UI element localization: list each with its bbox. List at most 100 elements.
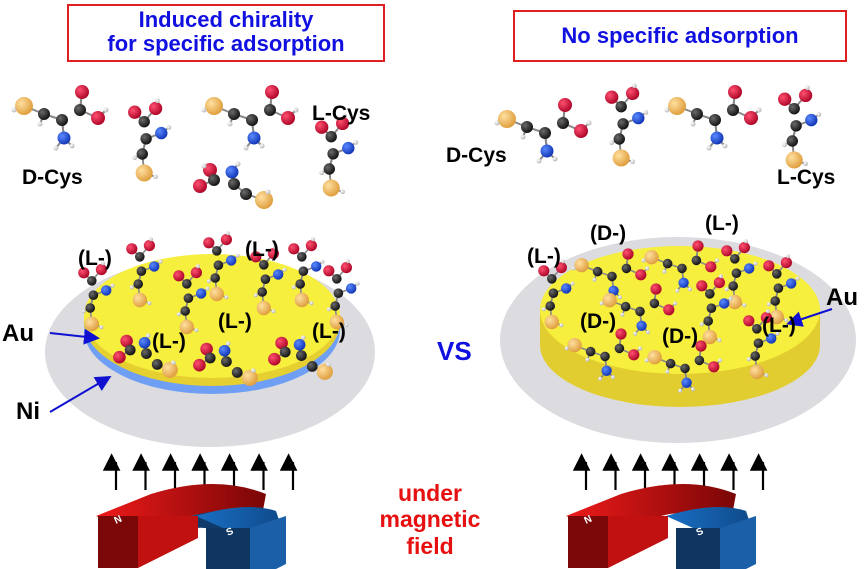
carbon-atom <box>727 104 739 116</box>
cysteine-molecule <box>641 240 720 293</box>
magnet-south-label: S <box>225 526 236 539</box>
nitrogen-atom <box>101 285 112 296</box>
oxygen-atom <box>340 262 352 274</box>
oxygen-atom <box>220 234 232 246</box>
oxygen-atom <box>760 312 773 324</box>
carbon-atom <box>557 117 569 129</box>
oxygen-atom <box>275 336 288 350</box>
oxygen-atom <box>798 88 813 103</box>
carbon-atom <box>183 293 194 304</box>
left-panel-title: Induced chirality for specific adsorptio… <box>67 4 385 62</box>
au-pointer-arrow-right <box>786 308 833 327</box>
nitrogen-atom <box>636 320 647 331</box>
nitrogen-atom <box>632 111 645 125</box>
hydrogen-atom <box>609 140 615 146</box>
nitrogen-atom <box>678 277 689 288</box>
nitrogen-atom <box>805 113 818 127</box>
hydrogen-atom <box>585 357 590 362</box>
hydrogen-atom <box>201 107 207 113</box>
hydrogen-atom <box>201 163 207 169</box>
hydrogen-atom <box>643 110 649 115</box>
hydrogen-atom <box>598 376 603 381</box>
carbon-atom <box>547 274 557 284</box>
oxygen-atom <box>143 240 155 252</box>
carbon-atom <box>621 263 632 274</box>
au-pointer-arrow-left <box>49 328 100 345</box>
oxygen-atom <box>120 334 133 348</box>
hydrogen-atom <box>645 266 650 271</box>
hydrogen-atom <box>690 121 696 127</box>
nitrogen-atom <box>744 263 755 274</box>
carbon-atom <box>257 287 268 297</box>
carbon-atom <box>680 363 690 374</box>
cysteine-molecule <box>644 340 723 393</box>
cysteine-molecule <box>664 85 762 151</box>
magnet-north-label: N <box>113 514 124 527</box>
cysteine-molecule <box>11 85 109 151</box>
sulfur-atom <box>205 97 223 115</box>
nitrogen-atom <box>218 344 231 357</box>
hydrogen-atom <box>561 259 565 264</box>
field-label-line1: under <box>398 480 462 506</box>
carbon-atom <box>615 101 627 113</box>
carbon-atom <box>180 306 190 316</box>
right-panel-title: No specific adsorption <box>513 10 847 62</box>
oxygen-atom <box>95 264 107 276</box>
cysteine-molecule <box>778 85 822 169</box>
oxygen-atom <box>200 342 213 356</box>
hydrogen-atom <box>206 279 211 284</box>
hydrogen-atom <box>706 145 712 151</box>
hydrogen-atom <box>744 239 748 244</box>
carbon-atom <box>539 127 551 139</box>
carbon-atom <box>231 367 243 378</box>
hydrogen-atom <box>149 237 153 242</box>
oxygen-atom <box>663 304 675 316</box>
left-adsorbed-tag: (L-) <box>152 330 186 353</box>
magnet-south-pole <box>206 528 250 569</box>
nitrogen-atom <box>346 283 357 294</box>
nitrogen-atom <box>293 338 306 351</box>
sulfur-atom <box>15 97 33 115</box>
carbon-atom <box>297 251 307 262</box>
hydrogen-atom <box>225 341 231 346</box>
left-title-line2: for specific adsorption <box>107 31 345 57</box>
sulfur-atom <box>255 191 273 209</box>
nitrogen-atom <box>681 377 692 388</box>
hydrogen-atom <box>344 323 349 328</box>
hydrogen-atom <box>291 285 296 290</box>
left-adsorbed-tag: (L-) <box>78 247 112 270</box>
oxygen-atom <box>323 265 335 277</box>
hydrogen-atom <box>158 259 163 264</box>
right-adsorbed-tag: (L-) <box>527 245 561 268</box>
cysteine-molecule <box>599 283 678 336</box>
hydrogen-atom <box>673 301 678 306</box>
sulfur-atom <box>322 179 340 197</box>
left-ni-label: Ni <box>16 398 40 425</box>
hydrogen-atom <box>775 331 780 336</box>
hydrogen-atom <box>311 237 315 242</box>
carbon-atom <box>228 108 240 120</box>
oxygen-atom <box>193 179 207 193</box>
hydrogen-atom <box>282 267 287 272</box>
sulfur-atom <box>574 258 589 273</box>
carbon-atom <box>88 290 99 301</box>
hydrogen-atom <box>271 309 276 314</box>
hydrogen-atom <box>724 287 729 292</box>
nitrogen-atom <box>311 261 322 272</box>
oxygen-atom <box>728 85 742 99</box>
left-title-line1: Induced chirality <box>138 7 314 32</box>
oxygen-atom <box>126 243 138 255</box>
oxygen-atom <box>744 111 758 125</box>
hydrogen-atom <box>326 362 331 367</box>
left-adsorbed-tag: (L-) <box>312 320 346 343</box>
oxygen-atom <box>605 90 619 104</box>
oxygen-atom <box>692 240 704 252</box>
hydrogen-atom <box>816 112 822 117</box>
carbon-atom <box>136 148 148 160</box>
hydrogen-atom <box>805 85 810 91</box>
carbon-atom <box>705 289 715 299</box>
sulfur-atom <box>135 164 153 182</box>
oxygen-atom <box>780 257 793 269</box>
carbon-atom <box>545 301 555 311</box>
carbon-atom <box>38 108 50 120</box>
